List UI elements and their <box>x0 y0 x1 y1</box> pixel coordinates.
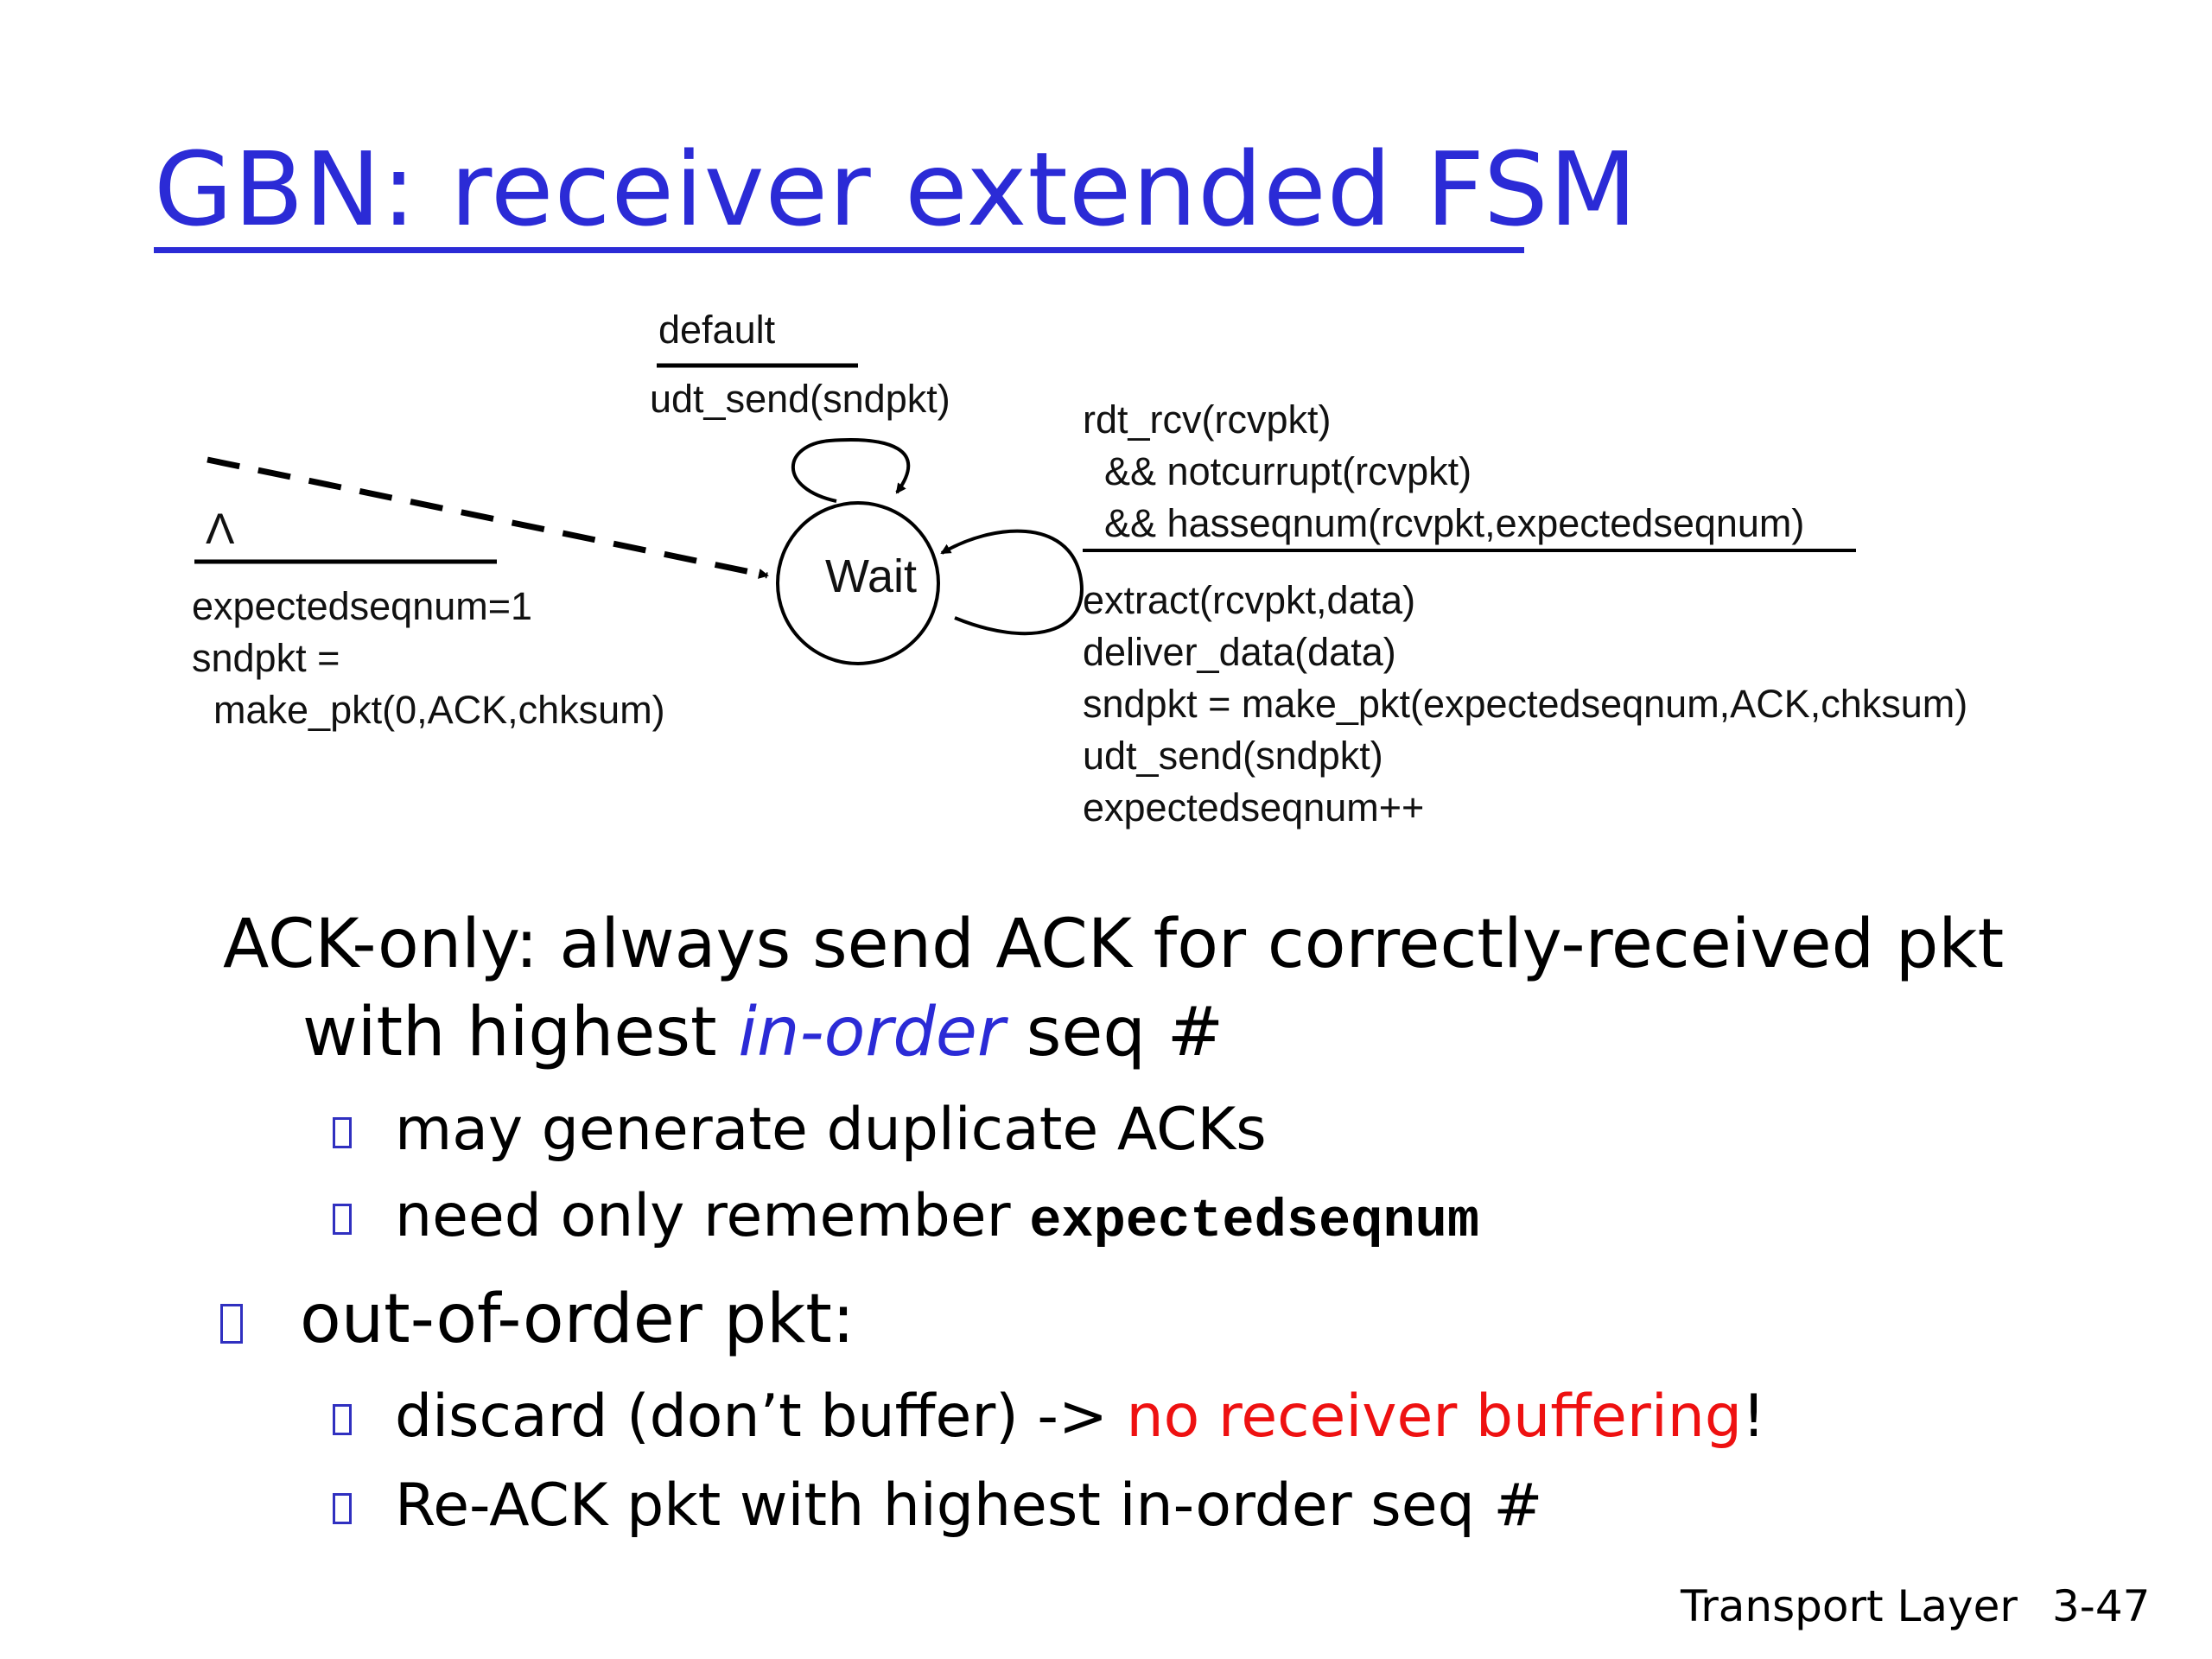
sub-bullet-box-icon <box>333 1493 352 1525</box>
action-line: udt_send(sndpkt) <box>1083 734 1383 778</box>
top-loop-action: udt_send(sndpkt) <box>650 377 950 421</box>
slide-title: GBN: receiver extended FSM <box>154 130 1638 249</box>
ack-only-line1: ACK-only: always send ACK for correctly-… <box>223 906 2005 983</box>
ack-only-line2: with highest in-order seq # <box>302 994 1224 1071</box>
sub-bullet-text: may generate duplicate ACKs <box>395 1096 1267 1164</box>
action-line: deliver_data(data) <box>1083 630 1396 674</box>
initial-lambda-symbol: Λ <box>206 505 235 553</box>
sub-bullet-text: discard (don’t buffer) -> <box>395 1382 1127 1451</box>
sub-bullet-remember: need only remember expectedseqnum <box>333 1182 1479 1252</box>
action-line: sndpkt = make_pkt(expectedseqnum,ACK,chk… <box>1083 682 1968 726</box>
condition-line: rdt_rcv(rcvpkt) <box>1083 397 1332 442</box>
footer-page-number: 3-47 <box>2052 1581 2151 1631</box>
footer-label: Transport Layer <box>1681 1581 2018 1631</box>
action-line: extract(rcvpkt,data) <box>1083 578 1416 622</box>
initial-action-line: make_pkt(0,ACK,chksum) <box>192 688 665 732</box>
sub-bullet-re-ack: Re-ACK pkt with highest in-order seq # <box>333 1471 1542 1540</box>
in-order-emphasis: in-order <box>738 994 1005 1071</box>
condition-line: && hasseqnum(rcvpkt,expectedseqnum) <box>1083 501 1805 545</box>
wait-state-label: Wait <box>825 550 917 602</box>
expectedseqnum-code: expectedseqnum <box>1029 1191 1480 1252</box>
sub-bullet-text: need only remember <box>395 1182 1030 1250</box>
no-buffering-emphasis: no receiver buffering <box>1126 1382 1742 1451</box>
sub-bullet-discard: discard (don’t buffer) -> no receiver bu… <box>333 1382 1765 1451</box>
initial-actions: expectedseqnum=1 sndpkt = make_pkt(0,ACK,… <box>192 581 665 736</box>
bullet-box-icon <box>220 1303 243 1344</box>
sub-bullet-duplicate-acks: may generate duplicate ACKs <box>333 1096 1267 1164</box>
top-loop-condition: default <box>658 308 776 352</box>
right-loop-conditions: rdt_rcv(rcvpkt) && notcurrupt(rcvpkt) &&… <box>1083 394 1804 550</box>
initial-action-line: sndpkt = <box>192 636 340 680</box>
right-loop-actions: extract(rcvpkt,data) deliver_data(data)sn… <box>1083 575 1967 834</box>
action-line: expectedseqnum++ <box>1083 785 1425 830</box>
condition-line: && notcurrupt(rcvpkt) <box>1083 449 1472 493</box>
sub-bullet-text: Re-ACK pkt with highest in-order seq # <box>395 1471 1543 1540</box>
sub-bullet-box-icon <box>333 1404 352 1436</box>
out-of-order-label: out-of-order pkt: <box>300 1281 855 1358</box>
right-self-loop-arrow <box>940 529 1084 636</box>
title-underline <box>154 247 1524 253</box>
sub-bullet-box-icon <box>333 1117 352 1149</box>
wait-state-circle <box>776 501 940 665</box>
sub-bullet-text-post: ! <box>1742 1382 1766 1451</box>
initial-transition-arrow <box>207 456 769 579</box>
sub-bullet-box-icon <box>333 1204 352 1236</box>
ack-only-line2-pre: with highest <box>302 994 739 1071</box>
top-self-loop-arrow <box>791 438 911 503</box>
ack-only-line2-post: seq # <box>1004 994 1224 1071</box>
out-of-order-bullet: out-of-order pkt: <box>220 1281 855 1358</box>
initial-action-line: expectedseqnum=1 <box>192 584 533 628</box>
